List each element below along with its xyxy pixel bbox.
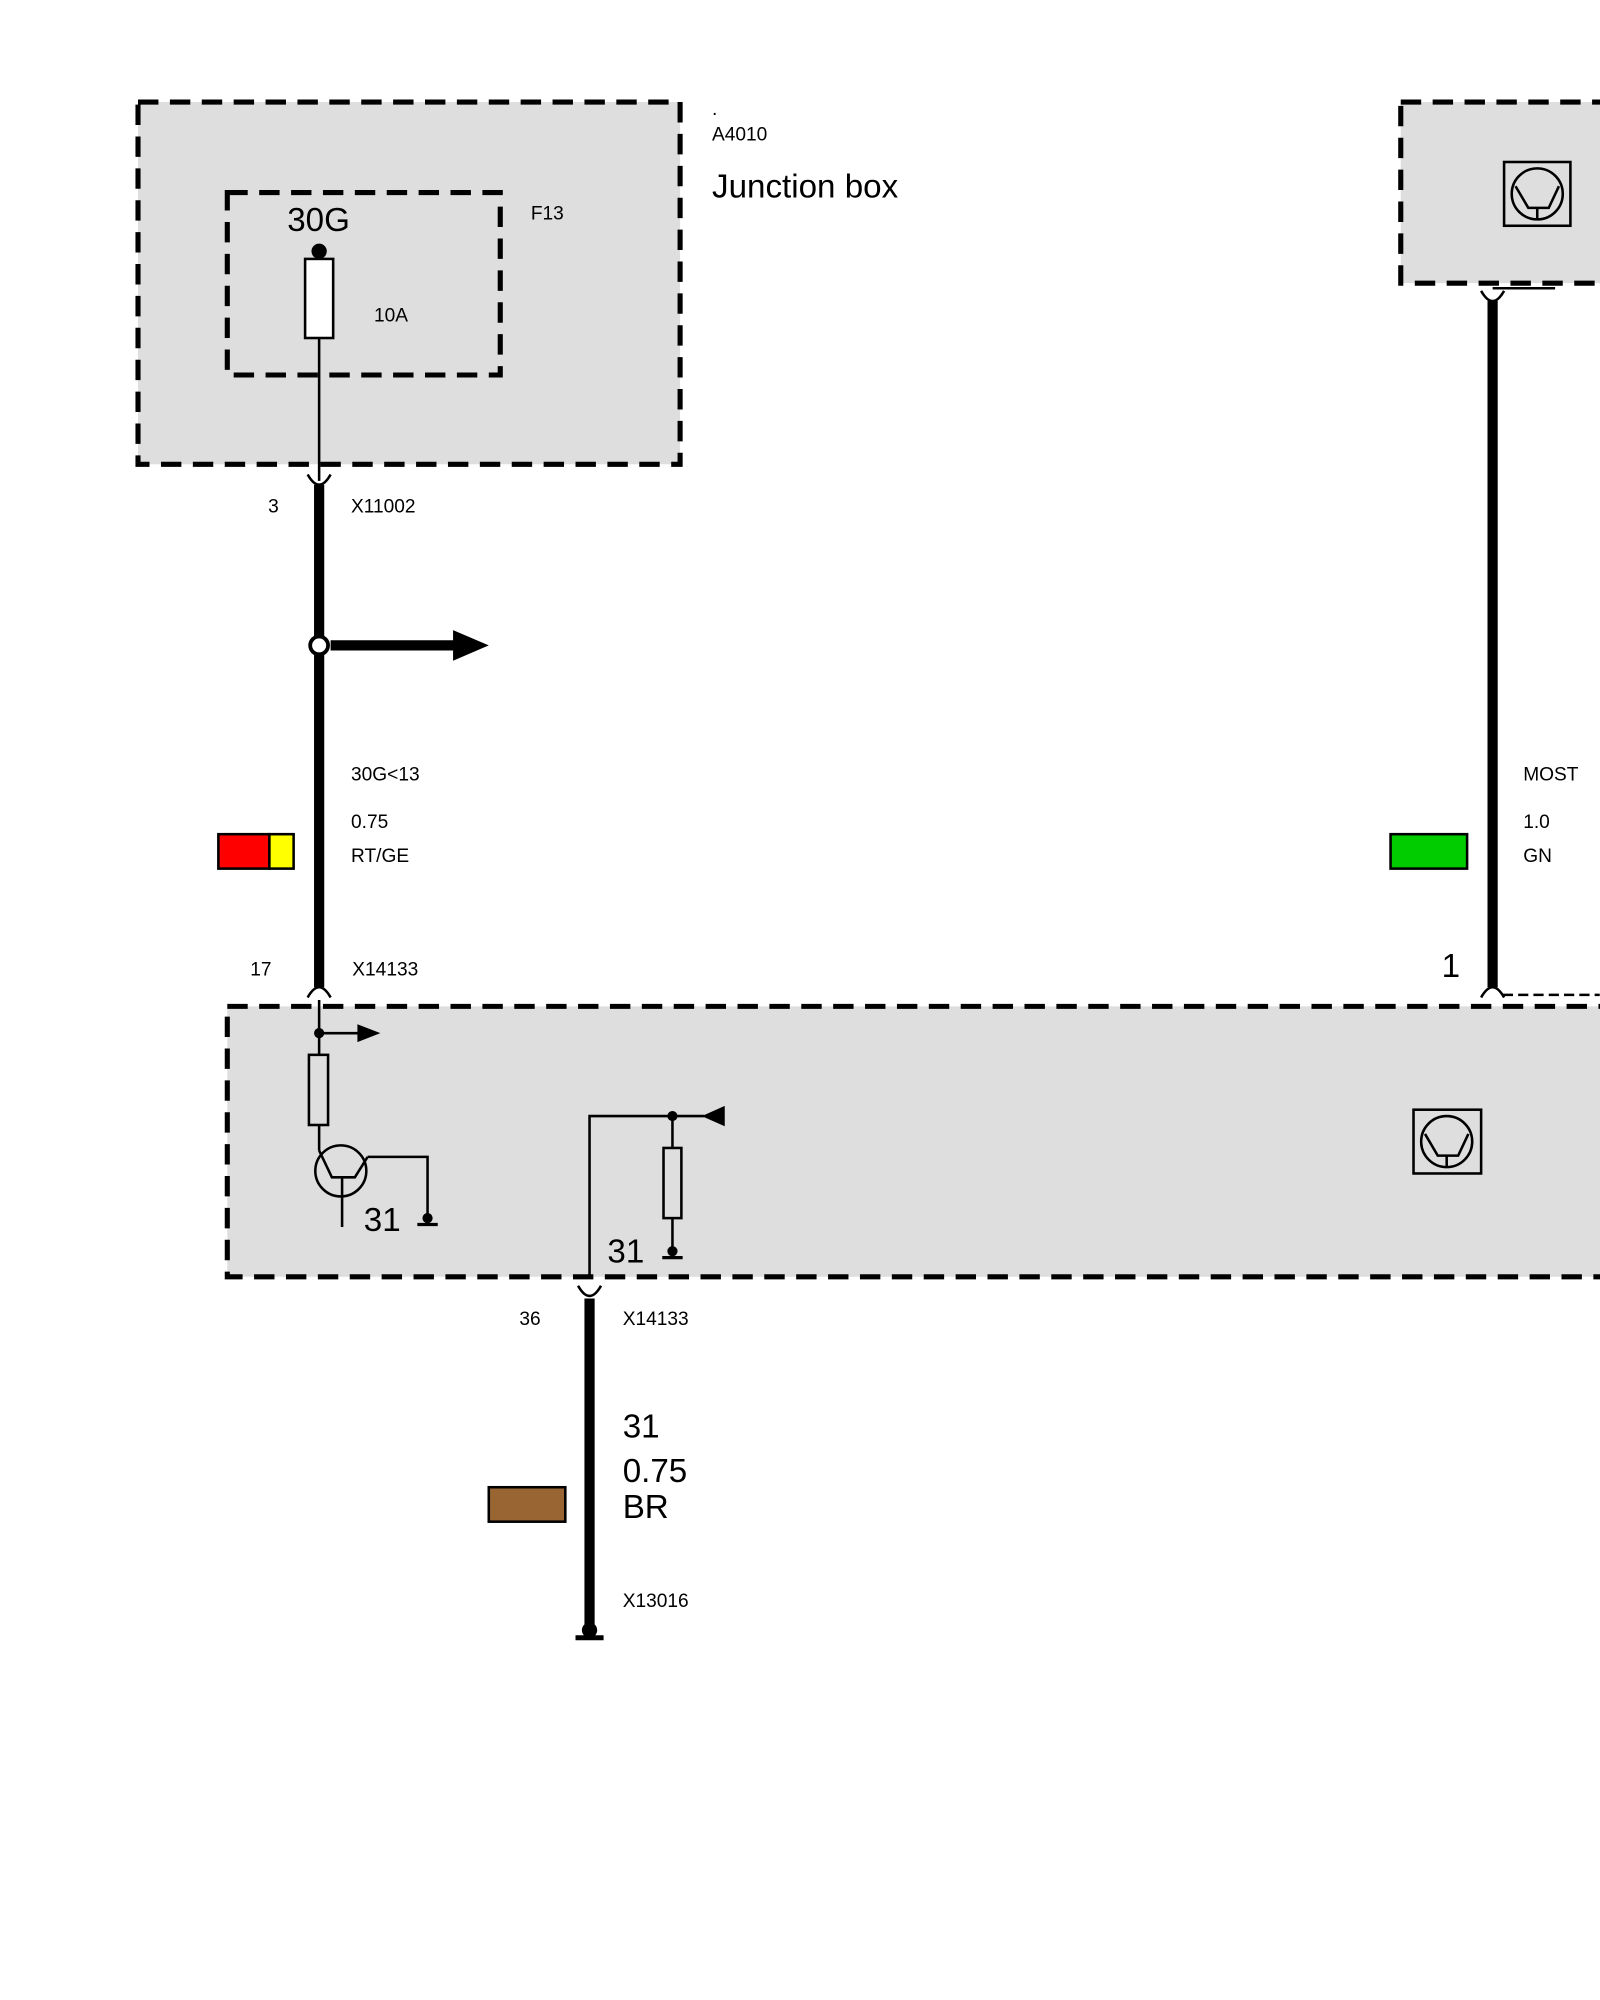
connector-pin: 36	[519, 1309, 540, 1330]
wire-color-code: BR	[623, 1489, 669, 1526]
fuse-housing	[224, 190, 503, 378]
ground-icon	[575, 1622, 604, 1641]
connector-icon	[576, 1285, 603, 1298]
fuse-rating: 10A	[374, 305, 408, 326]
splice-dot	[308, 634, 330, 657]
wire-signal: MOST	[1523, 765, 1579, 786]
ground-label: 31	[364, 1202, 401, 1239]
end-pin: 1	[1442, 948, 1460, 985]
wire-color-swatch-red	[217, 832, 271, 870]
arrow-right-icon	[453, 630, 489, 661]
transistor-icon	[1502, 160, 1572, 228]
control-module[interactable]	[224, 1003, 1600, 1280]
wire-color-swatch-brown	[487, 1485, 567, 1523]
arrow-left-icon	[701, 1105, 725, 1127]
fuse-id: F13	[531, 203, 564, 224]
ground-connector[interactable]: X13016	[623, 1591, 689, 1612]
wire-gauge: 0.75	[351, 812, 388, 833]
fuse-icon[interactable]	[303, 257, 335, 340]
wire-signal: 30G<13	[351, 765, 420, 786]
ground-icon	[417, 1213, 438, 1227]
component-title: Junction box	[712, 169, 899, 206]
wire-color-swatch-green	[1389, 832, 1469, 870]
wire-signal: 31	[623, 1408, 660, 1445]
wire-gauge: 1.0	[1523, 812, 1550, 833]
wire-color-code: RT/GE	[351, 846, 409, 867]
ground-icon	[662, 1246, 683, 1260]
connector-id[interactable]: X11002	[351, 497, 416, 518]
wire-gauge: 0.75	[623, 1453, 688, 1490]
most-module[interactable]	[1398, 99, 1600, 286]
connector-id[interactable]: X14133	[623, 1309, 689, 1330]
fuse-terminal-label: 30G	[287, 202, 350, 239]
arrow-right-icon	[357, 1024, 381, 1043]
wire-color-code: GN	[1523, 846, 1552, 867]
component-dot: .	[712, 99, 717, 120]
connector-icon	[306, 985, 332, 999]
transistor-icon	[1412, 1108, 1483, 1175]
connector-icon	[1480, 985, 1506, 999]
wire-color-swatch-yellow	[268, 832, 295, 870]
end-connector[interactable]: X14133	[352, 960, 418, 981]
connector-pin: 3	[268, 497, 279, 518]
end-pin: 17	[250, 960, 271, 981]
connector-icon	[1480, 290, 1506, 303]
ground-label: 31	[607, 1234, 644, 1271]
component-id: A4010	[712, 124, 767, 145]
transistor-icon	[314, 1144, 429, 1228]
